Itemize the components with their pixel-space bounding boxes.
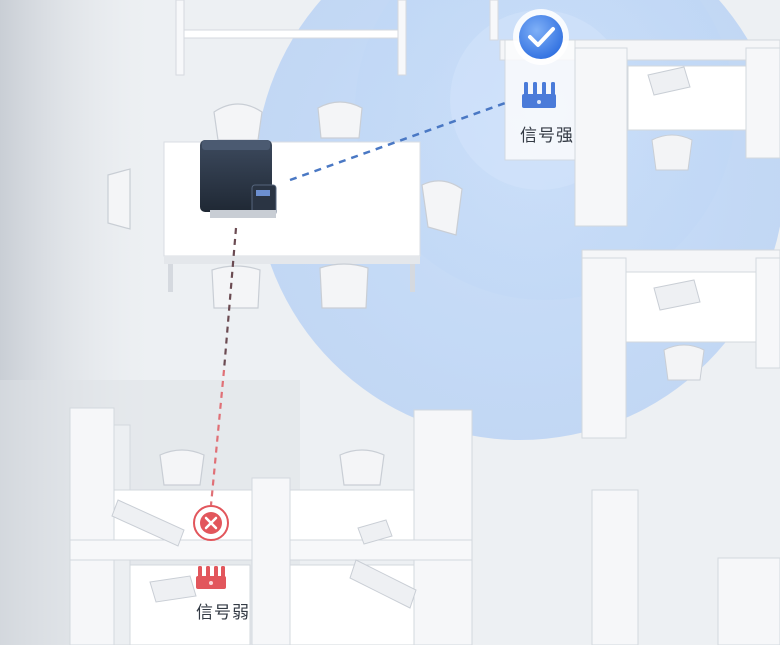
cubicles-upper-right [499,39,780,227]
chairs [107,101,463,486]
link-weak [209,369,226,506]
router-weak [193,505,229,589]
top-shelf [175,0,499,76]
cubicles-bottom-left [69,407,473,645]
link-weak-dark [222,227,238,371]
signal-strong-label: 信号强 [520,126,574,146]
signal-weak-label: 信号弱 [196,603,250,623]
printer-icon [200,140,277,218]
cubicles-middle-right [581,249,780,439]
router-icon [196,566,226,589]
router-strong [513,9,569,108]
bottom-right-partitions [413,409,780,645]
router-icon [522,82,556,108]
